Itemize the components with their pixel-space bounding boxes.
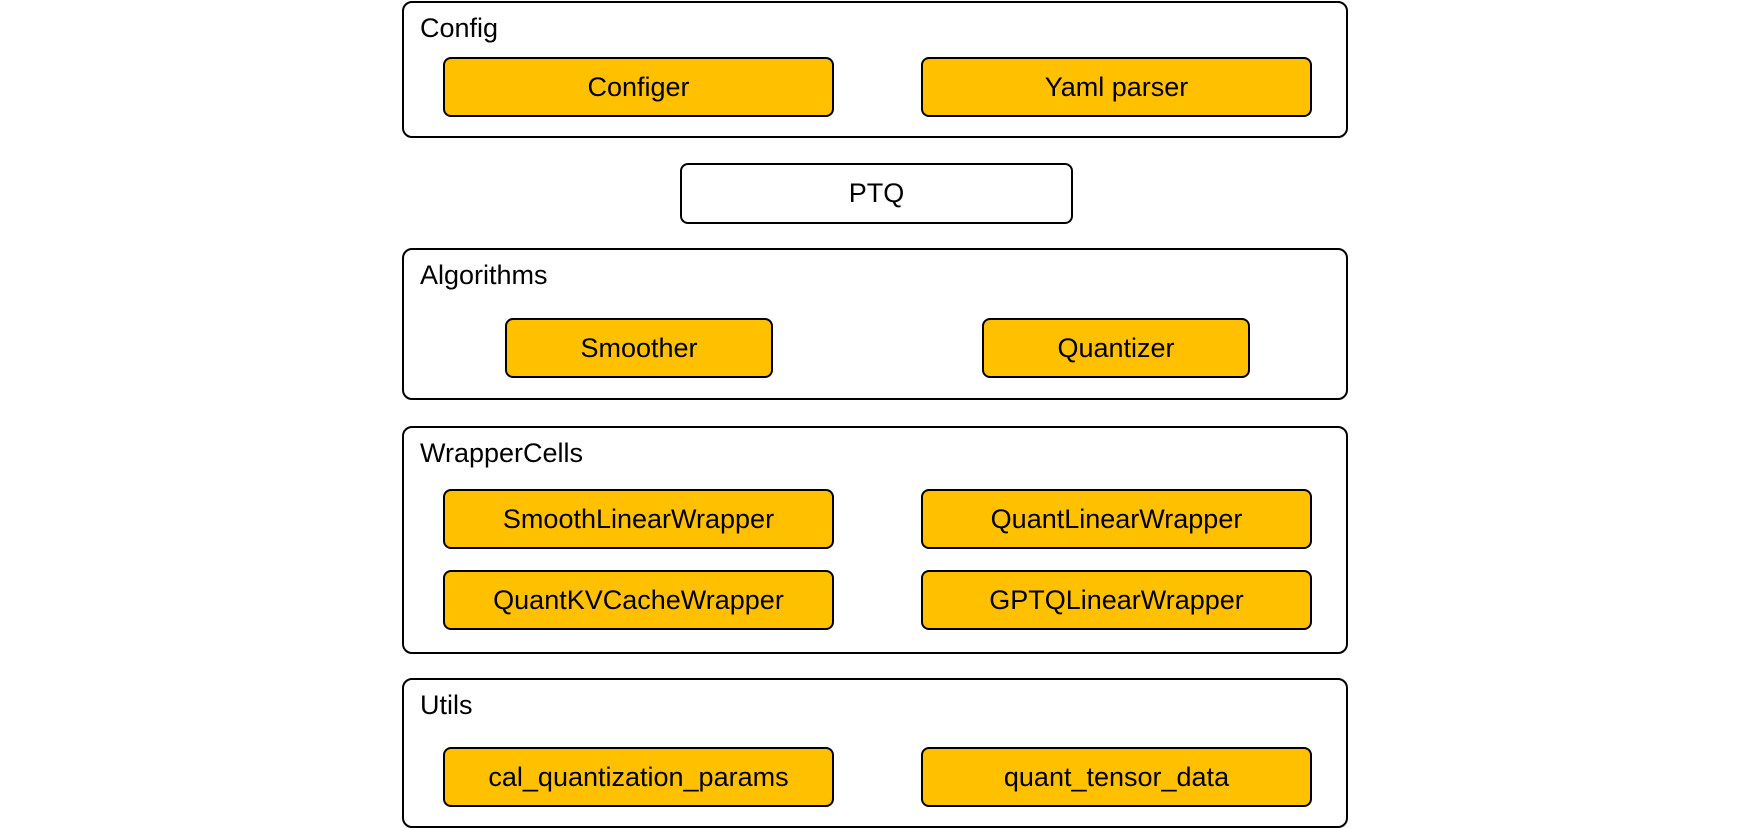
quantizer-module: Quantizer bbox=[982, 318, 1250, 378]
wrapper-cells-group-label: WrapperCells bbox=[420, 438, 584, 468]
utils-group-label: Utils bbox=[420, 690, 473, 720]
configer-module: Configer bbox=[443, 57, 834, 117]
smooth-linear-wrapper-module: SmoothLinearWrapper bbox=[443, 489, 834, 549]
ptq-module: PTQ bbox=[680, 163, 1073, 224]
quant-linear-wrapper-module: QuantLinearWrapper bbox=[921, 489, 1312, 549]
algorithms-group-label: Algorithms bbox=[420, 260, 548, 290]
quant-kv-cache-wrapper-module: QuantKVCacheWrapper bbox=[443, 570, 834, 630]
config-group-label: Config bbox=[420, 13, 499, 43]
smoother-module: Smoother bbox=[505, 318, 773, 378]
cal-quantization-params-module: cal_quantization_params bbox=[443, 747, 834, 807]
gptq-linear-wrapper-module: GPTQLinearWrapper bbox=[921, 570, 1312, 630]
yaml-parser-module: Yaml parser bbox=[921, 57, 1312, 117]
quant-tensor-data-module: quant_tensor_data bbox=[921, 747, 1312, 807]
